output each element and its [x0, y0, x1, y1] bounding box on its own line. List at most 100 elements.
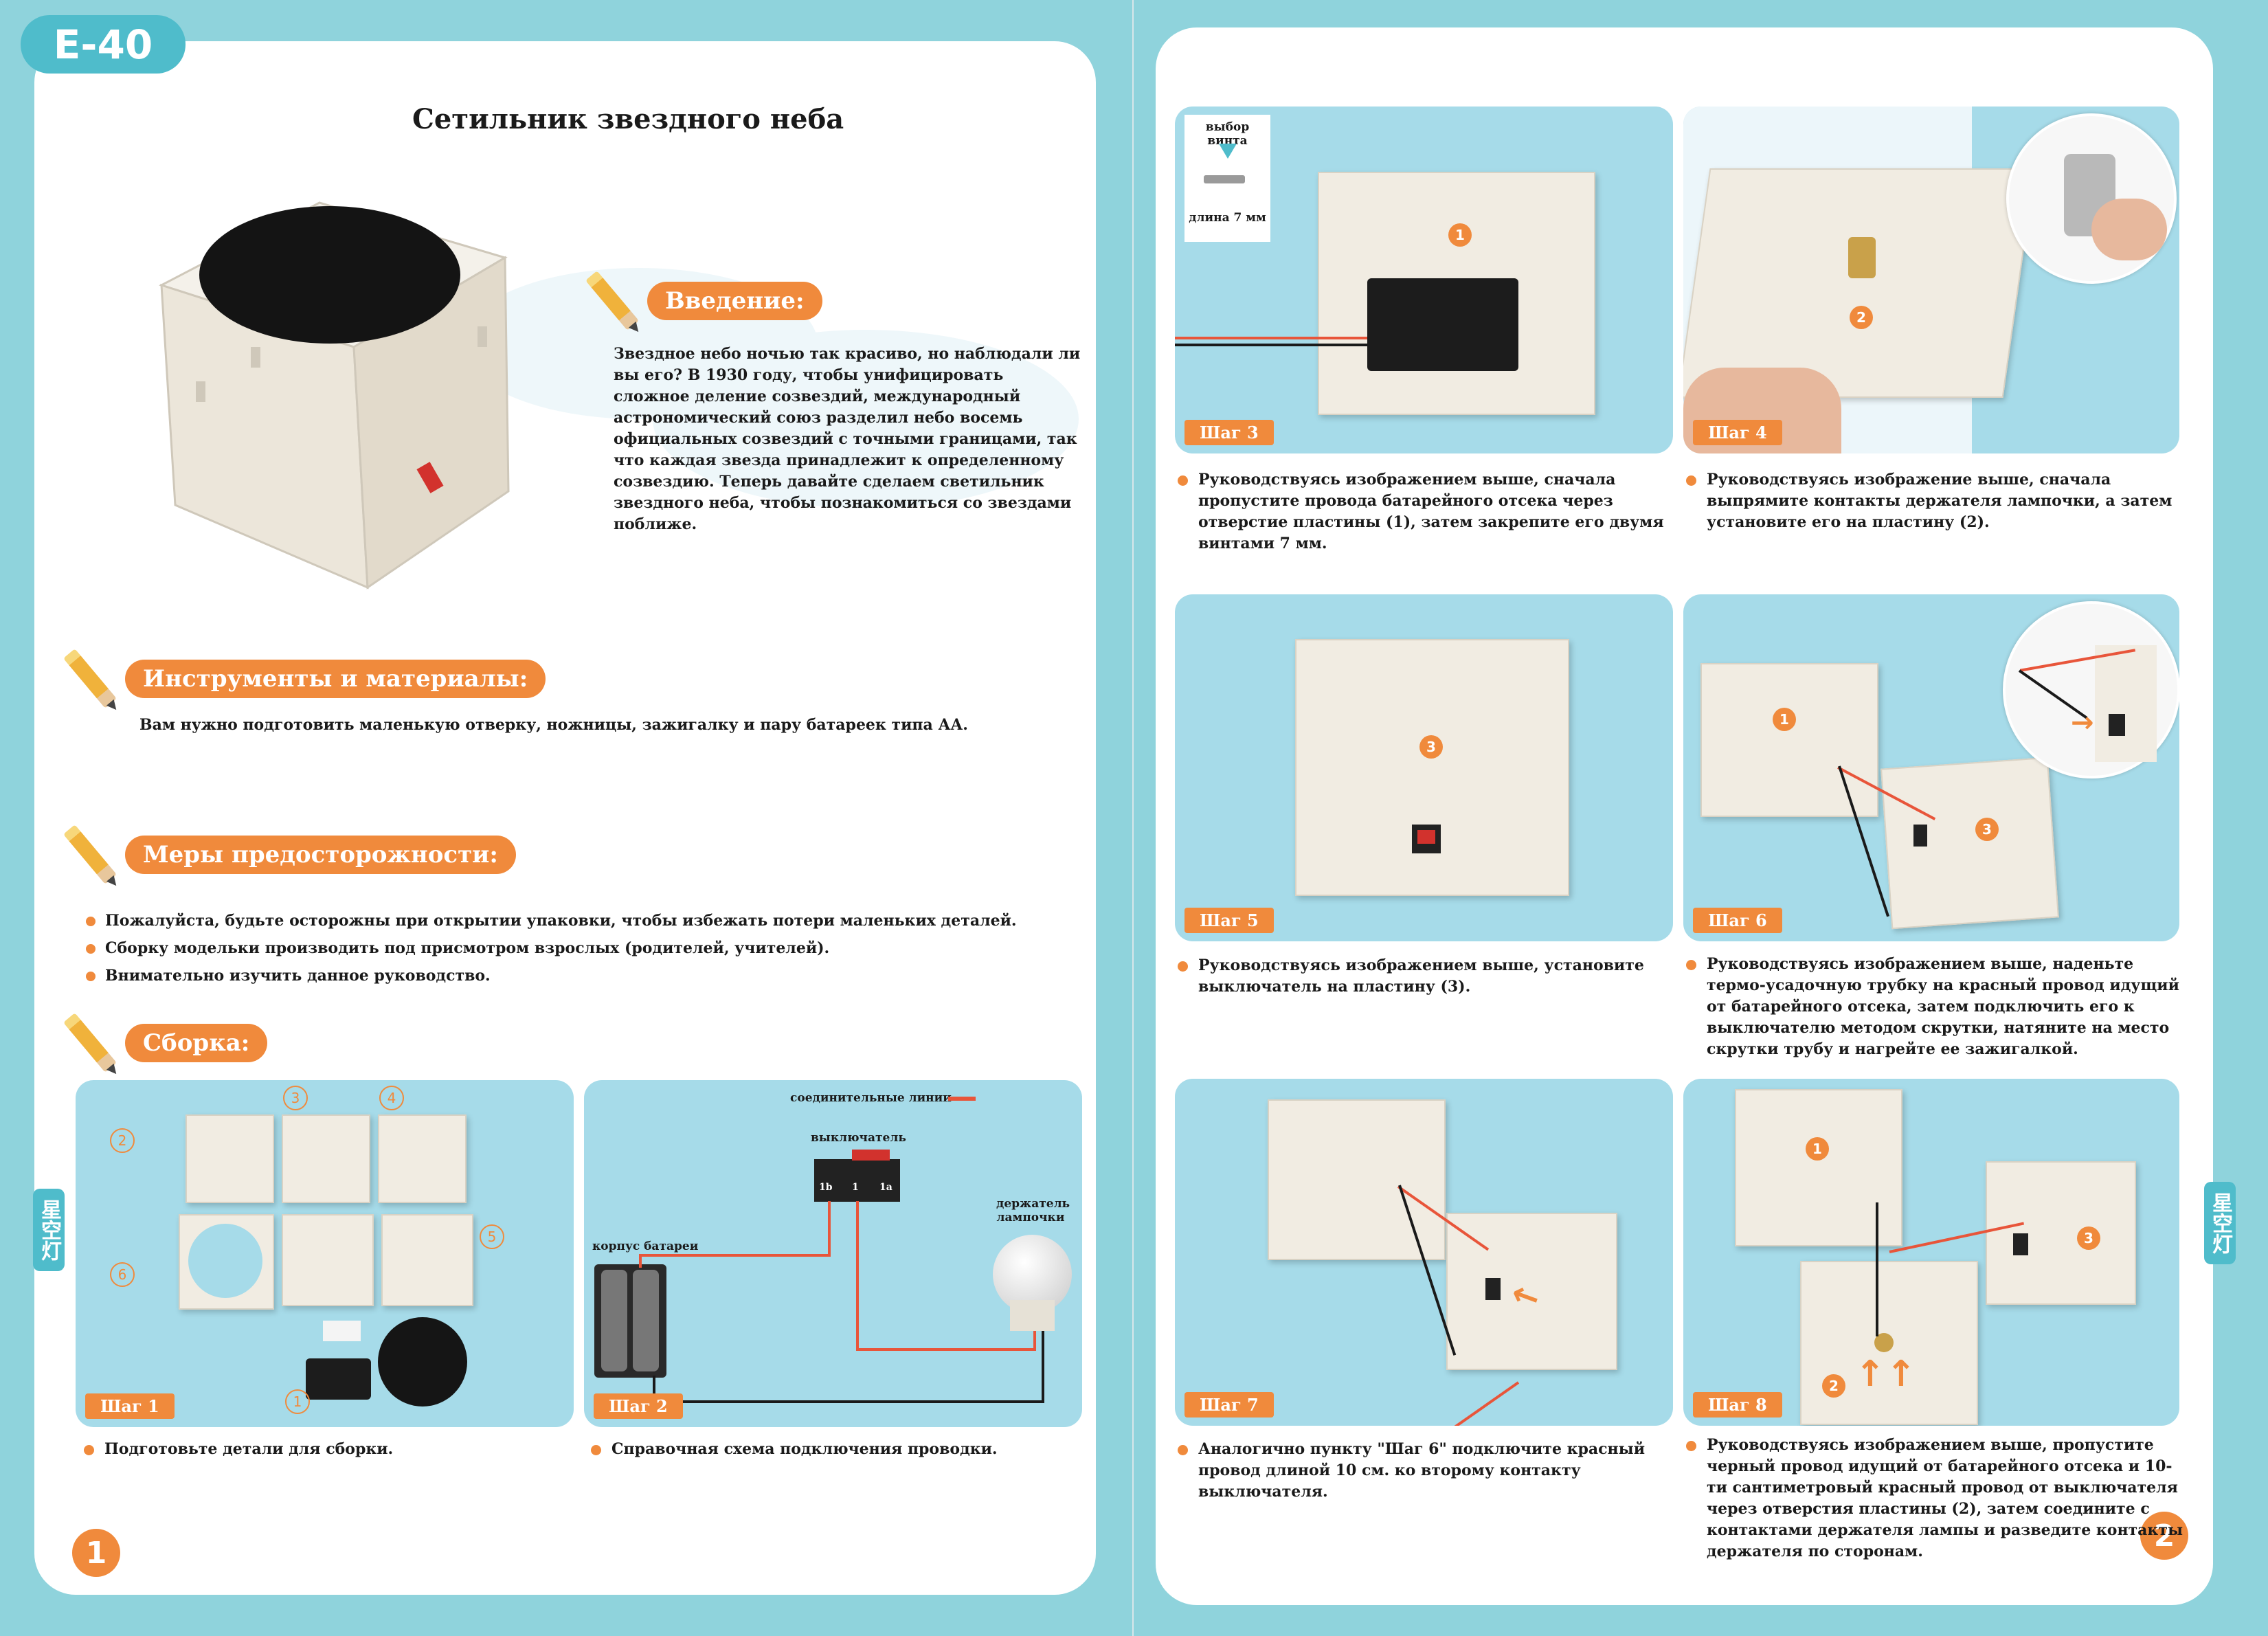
- model-badge: E-40: [21, 15, 186, 74]
- assembly-heading-label: Сборка:: [125, 1023, 268, 1062]
- step1-image: 2 3 4 5 6 1 Шаг 1: [76, 1080, 574, 1427]
- plate-1: [1735, 1089, 1902, 1246]
- precautions-list: Пожалуйста, будьте осторожны при открыти…: [86, 907, 1048, 989]
- switch: [1485, 1278, 1501, 1300]
- step2-badge: Шаг 2: [594, 1393, 683, 1419]
- step5-caption: Руководствуясь изображением выше, устано…: [1178, 955, 1679, 998]
- step3-badge: Шаг 3: [1184, 420, 1274, 445]
- plate-1: [1700, 663, 1878, 817]
- plate-3: [1295, 639, 1569, 896]
- part-plate: [186, 1114, 274, 1203]
- plate-number: 1: [1773, 708, 1796, 731]
- parts-bag: [323, 1321, 361, 1341]
- wire: [856, 1201, 859, 1351]
- connection-lines-label: соединительные линии: [790, 1091, 952, 1105]
- part-plate: [381, 1214, 473, 1306]
- part-number: 5: [480, 1224, 504, 1249]
- part-number: 6: [110, 1262, 135, 1287]
- screw-guide-title: выбор винта: [1205, 120, 1250, 148]
- battery-case: [306, 1358, 371, 1400]
- part-number: 1: [285, 1389, 310, 1414]
- plate-number: 3: [2077, 1226, 2100, 1250]
- side-tab: 星空灯: [33, 1189, 65, 1271]
- wire: [856, 1348, 1036, 1351]
- step8-image: ↑ ↑ 1 2 3 Шаг 8: [1683, 1079, 2179, 1426]
- wire: [1175, 344, 1367, 346]
- wire: [1175, 337, 1367, 339]
- page-number: 1: [72, 1529, 120, 1577]
- step3-caption: Руководствуясь изображением выше, сначал…: [1178, 469, 1679, 554]
- part-plate: [378, 1114, 467, 1203]
- plate-number: 1: [1806, 1137, 1829, 1161]
- tools-heading: Инструменты и материалы:: [63, 646, 546, 711]
- intro-heading-label: Введение:: [647, 281, 822, 320]
- step4-image: 2 Шаг 4: [1683, 107, 2179, 453]
- part-plate: [179, 1214, 274, 1310]
- tools-text: Вам нужно подготовить маленькую отверку,…: [139, 716, 968, 734]
- lamp-holder: [1848, 237, 1876, 278]
- up-arrow-icon: ↑: [1855, 1354, 1885, 1395]
- precautions-heading: Меры предосторожности:: [63, 822, 516, 887]
- up-arrow-icon: ↑: [1886, 1354, 1916, 1395]
- step5-badge: Шаг 5: [1184, 908, 1274, 933]
- lamp-base: [1010, 1300, 1055, 1331]
- plate-number: 3: [1975, 818, 1999, 841]
- list-item: Сборку модельки производить под присмотр…: [86, 934, 1048, 962]
- terminal-label: 1a: [879, 1182, 892, 1193]
- zoom-inset: →: [2003, 601, 2179, 778]
- wire: [1042, 1331, 1044, 1403]
- terminal-label: 1: [852, 1182, 859, 1193]
- part-number: 2: [110, 1128, 135, 1153]
- wire: [639, 1254, 642, 1268]
- step1-badge: Шаг 1: [85, 1393, 175, 1419]
- star-lamp-cube-image: [159, 201, 510, 590]
- terminal-label: 1b: [819, 1182, 833, 1193]
- step8-badge: Шаг 8: [1693, 1392, 1782, 1418]
- right-page: 星空灯 2 выбор винта длина 7 мм 1 Шаг 3 Рук…: [1134, 0, 2268, 1636]
- wire: [828, 1201, 831, 1256]
- zoom-inset: [2006, 113, 2177, 284]
- wire: [1382, 1381, 1520, 1426]
- side-tab: 星空灯: [2204, 1182, 2236, 1264]
- step2-diagram: соединительные линии выключатель 1b 1 1a…: [584, 1080, 1082, 1427]
- screw-length: длина 7 мм: [1189, 211, 1266, 225]
- plate-1: [1268, 1099, 1446, 1260]
- cloud-decoration: [653, 330, 1079, 508]
- wire: [653, 1376, 655, 1403]
- intro-heading: Введение:: [585, 268, 822, 333]
- step6-badge: Шаг 6: [1693, 908, 1782, 933]
- part-plate: [282, 1114, 370, 1203]
- intro-text: Звездное небо ночью так красиво, но набл…: [614, 345, 1081, 533]
- tools-heading-label: Инструменты и материалы:: [125, 659, 546, 698]
- lamp-holder-label: держатель лампочки: [996, 1197, 1070, 1224]
- step7-image: → Шаг 7: [1175, 1079, 1673, 1426]
- step8-caption: Руководствуясь изображением выше, пропус…: [1686, 1435, 2188, 1562]
- step2-caption: Справочная схема подключения проводки.: [591, 1439, 1092, 1460]
- plate-3: [1880, 757, 2059, 930]
- precautions-heading-label: Меры предосторожности:: [125, 835, 516, 874]
- plate-3: [1986, 1161, 2136, 1305]
- left-page: E-40 星空灯 1 Сетильник звездного неба Введ…: [0, 0, 1134, 1636]
- screw-guide: выбор винта длина 7 мм: [1184, 115, 1270, 242]
- part-number: 3: [283, 1086, 308, 1110]
- step4-badge: Шаг 4: [1693, 420, 1782, 445]
- step7-caption: Аналогично пункту "Шаг 6" подключите кра…: [1178, 1439, 1679, 1503]
- switch: [2013, 1233, 2028, 1255]
- step3-image: выбор винта длина 7 мм 1 Шаг 3: [1175, 107, 1673, 453]
- step4-caption: Руководствуясь изображение выше, сначала…: [1686, 469, 2188, 533]
- step5-image: 3 Шаг 5: [1175, 594, 1673, 941]
- step6-image: → 1 3 Шаг 6: [1683, 594, 2179, 941]
- plate-number: 2: [1822, 1374, 1845, 1398]
- wire: [639, 1254, 831, 1257]
- wire: [653, 1400, 1044, 1403]
- step6-caption: Руководствуясь изображением выше, надень…: [1686, 954, 2188, 1060]
- part-number: 4: [379, 1086, 404, 1110]
- switch-label: выключатель: [811, 1131, 906, 1145]
- page-title: Сетильник звездного неба: [412, 103, 844, 135]
- plate-2: [1683, 168, 2036, 398]
- switch: [1412, 825, 1441, 853]
- part-plate: [282, 1214, 374, 1306]
- plate-number: 3: [1419, 735, 1443, 759]
- wire-legend: [948, 1097, 976, 1101]
